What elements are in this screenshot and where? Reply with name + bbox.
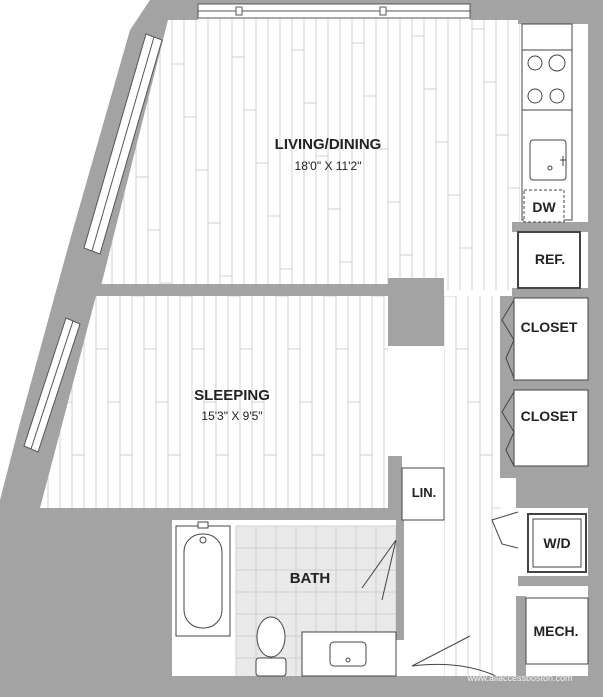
dw-box — [523, 189, 565, 223]
wall-service-b — [512, 288, 588, 298]
dw-label: DW — [532, 199, 556, 215]
ref-label: REF. — [535, 251, 565, 267]
living-name: LIVING/DINING — [275, 136, 382, 153]
wall-bottom — [0, 508, 388, 697]
closet-2 — [501, 389, 589, 467]
bath-name: BATH — [290, 570, 331, 587]
closet-1 — [501, 297, 589, 381]
wall-service-g — [500, 390, 514, 470]
wall-right — [588, 18, 603, 697]
sleeping-dims: 15'3" X 9'5" — [201, 409, 262, 423]
toilet — [255, 616, 287, 677]
wd-label: W/D — [543, 535, 570, 551]
wall-bottom-right — [404, 676, 603, 697]
entry-door — [411, 635, 497, 677]
mech-box — [525, 597, 589, 665]
wall-linen — [388, 456, 402, 520]
closet-1-label: CLOSET — [521, 319, 578, 335]
wall-bath-left — [150, 520, 172, 697]
wall-service-d — [500, 466, 588, 478]
window-left — [23, 33, 163, 453]
sleeping-name: SLEEPING — [194, 387, 270, 404]
wd-door — [491, 511, 519, 549]
linen-box — [401, 467, 445, 521]
wall-partition — [96, 284, 388, 296]
wall-service-i — [516, 596, 526, 676]
bath-door — [361, 539, 397, 601]
wood-floor — [40, 18, 520, 676]
living-dims: 18'0" X 11'2" — [295, 159, 362, 173]
mech-label: MECH. — [533, 623, 578, 639]
wall-bath-bottom — [150, 676, 410, 697]
wall-service-c — [500, 380, 588, 390]
floor-boards-clip-hall — [444, 296, 500, 676]
wall-service-h — [516, 478, 588, 508]
wall-bath-right — [396, 520, 404, 640]
closet-2-label: CLOSET — [521, 408, 578, 424]
ref-box — [517, 231, 581, 289]
wd-inner — [532, 518, 582, 568]
wall-service-e — [518, 576, 588, 586]
column — [388, 278, 444, 346]
wall-service-a — [512, 222, 588, 232]
lin-label: LIN. — [412, 485, 437, 500]
window-top — [197, 3, 471, 19]
bathtub — [175, 521, 231, 637]
vanity — [301, 631, 397, 677]
wall-service-f — [500, 296, 514, 386]
wall-service-top — [518, 18, 588, 24]
floor-boards-clip-living — [100, 18, 520, 290]
watermark: www.allaccessboston.com — [466, 673, 572, 683]
kitchen-counter — [521, 23, 573, 221]
wd-box — [527, 513, 587, 573]
